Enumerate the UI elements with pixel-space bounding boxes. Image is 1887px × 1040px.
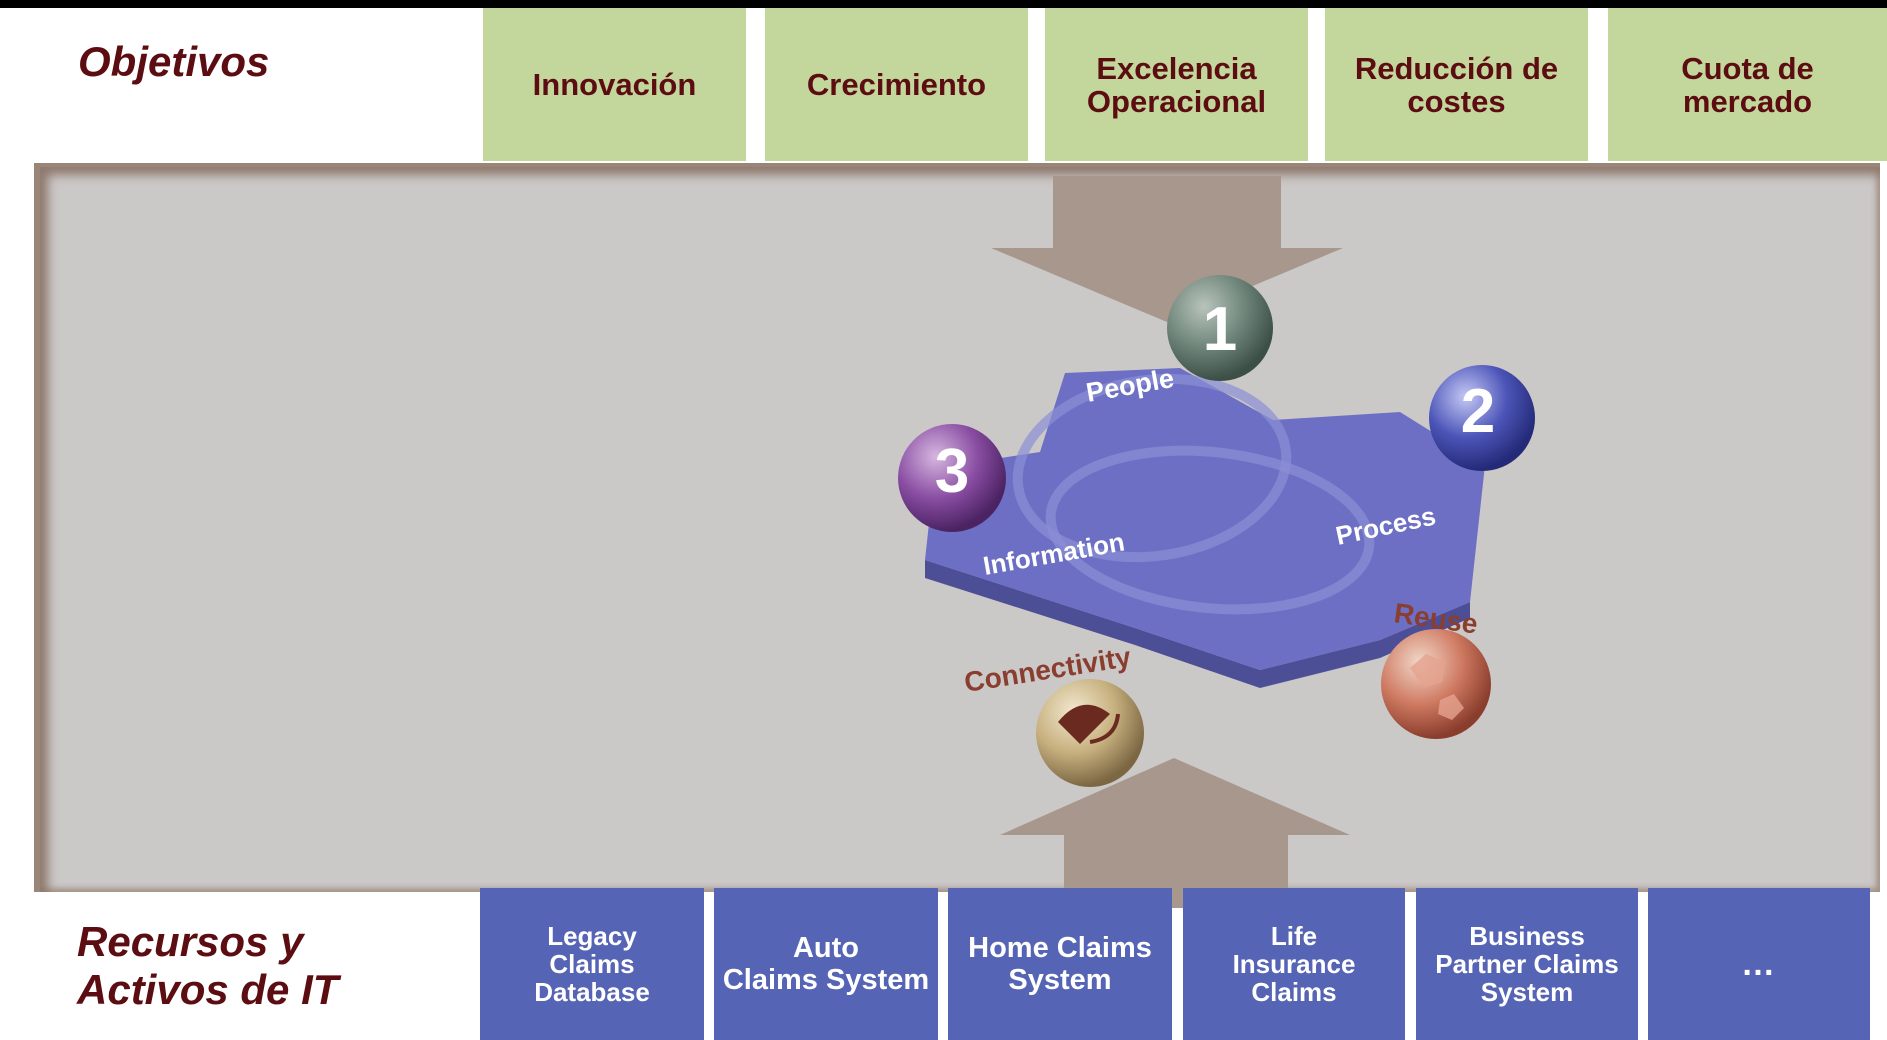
resources-title: Recursos y Activos de IT xyxy=(77,918,457,1014)
socket-icon xyxy=(1089,713,1120,744)
asset-life-insurance-claims: Life Insurance Claims xyxy=(1183,888,1405,1040)
objectives-title: Objetivos xyxy=(78,38,270,85)
goal-label-2: mercado xyxy=(1682,83,1813,119)
platform-ring-1 xyxy=(1012,373,1292,563)
sphere-3-number: 3 xyxy=(935,437,969,506)
platform-ring-2 xyxy=(1045,445,1375,615)
resources-title-line1: Recursos y xyxy=(77,918,304,965)
asset-ellipsis: … xyxy=(1741,944,1777,983)
asset-more: … xyxy=(1648,888,1870,1040)
asset-home-claims-system: Home Claims System xyxy=(948,888,1172,1040)
asset-label: Legacy xyxy=(547,921,637,951)
asset-label-2: Claims xyxy=(549,949,635,979)
asset-business-partner-claims-system: Business Partner Claims System xyxy=(1416,888,1638,1040)
asset-label-3: Database xyxy=(534,977,650,1007)
reuse-icon xyxy=(1410,654,1464,720)
sphere-1 xyxy=(1167,275,1273,381)
goal-label-2: Operacional xyxy=(1086,83,1267,119)
goal-label: Cuota de xyxy=(1681,50,1814,86)
goal-label: Innovación xyxy=(532,67,697,102)
goal-label: Excelencia xyxy=(1096,50,1257,86)
goal-innovacion: Innovación xyxy=(483,8,746,161)
asset-label-2: Claims System xyxy=(722,964,930,996)
sphere-1-number: 1 xyxy=(1203,295,1237,364)
bottom-arrow xyxy=(1000,758,1350,908)
asset-auto-claims-system: Auto Claims System xyxy=(714,888,938,1040)
plug-icon xyxy=(1058,704,1110,744)
goal-crecimiento: Crecimiento xyxy=(765,8,1028,161)
resources-title-line2: Activos de IT xyxy=(77,966,339,1013)
goal-label: Reducción de xyxy=(1354,50,1559,86)
asset-label: Life xyxy=(1270,921,1318,951)
sphere-2-number: 2 xyxy=(1461,377,1495,446)
asset-label: Auto xyxy=(792,932,859,964)
asset-label: Home Claims xyxy=(968,932,1152,964)
asset-label-2: Partner Claims xyxy=(1435,949,1619,979)
asset-label-3: Claims xyxy=(1251,977,1337,1007)
asset-label-2: Insurance xyxy=(1232,949,1356,979)
sphere-2 xyxy=(1429,365,1535,471)
top-black-bar xyxy=(0,0,1887,8)
top-arrow xyxy=(991,176,1343,322)
platform-top xyxy=(925,368,1485,670)
asset-label-3: System xyxy=(1480,977,1574,1007)
asset-label-2: System xyxy=(1008,964,1112,996)
goal-label-2: costes xyxy=(1407,83,1506,119)
asset-label: Business xyxy=(1469,921,1585,951)
sphere-3 xyxy=(898,424,1006,532)
goal-label: Crecimiento xyxy=(806,67,987,102)
platform-side xyxy=(925,560,1470,688)
asset-legacy-claims-database: Legacy Claims Database xyxy=(480,888,704,1040)
